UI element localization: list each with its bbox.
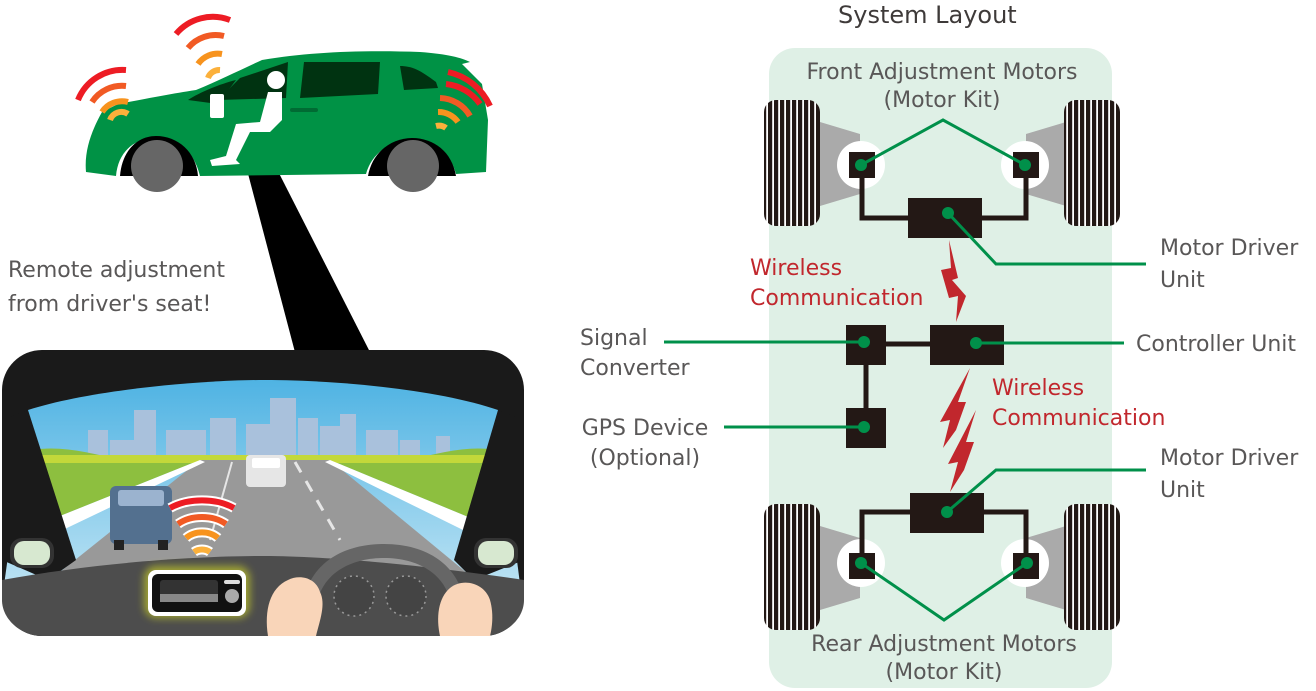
callout-pointer <box>236 128 372 356</box>
leader-rear-motor-driver <box>946 468 1146 514</box>
rear-motor-driver-label-line2: Unit <box>1160 478 1205 503</box>
front-motor-driver-label-line2: Unit <box>1160 268 1205 293</box>
front-motors-label-line2: (Motor Kit) <box>883 88 1001 113</box>
steering-wheel <box>304 544 464 617</box>
car-window-driver <box>218 62 288 100</box>
car-window-front <box>188 80 236 104</box>
wireless-lightning-icon <box>940 368 970 448</box>
front-motors-label-line1: Front Adjustment Motors <box>806 60 1078 85</box>
signal-converter-label-line2: Converter <box>580 356 690 381</box>
tachometer-gauge <box>385 575 427 617</box>
remote-control-device <box>148 570 246 616</box>
rear-motor-driver-label-line1: Motor Driver <box>1160 446 1299 471</box>
wireless-communication-label-lower: Wireless Communication <box>992 374 1165 434</box>
caption-line-1: Remote adjustment <box>8 258 226 283</box>
driver-view-panel <box>2 350 524 636</box>
car-blue <box>110 486 172 550</box>
wireless-lower-line2: Communication <box>992 406 1166 431</box>
rear-motors-label-line2: (Motor Kit) <box>885 660 1003 685</box>
leader-rear-motors <box>860 561 1028 622</box>
caption-line-2: from driver's seat! <box>8 292 212 317</box>
wireless-signal-icon <box>435 69 493 131</box>
front-motor-driver-label: Motor Driver Unit <box>1160 234 1298 296</box>
left-hand <box>266 577 323 636</box>
car-window-rear <box>400 66 438 90</box>
rear-motors-label: Rear Adjustment Motors (Motor Kit) <box>782 630 1106 688</box>
car-rear-wheel <box>387 140 439 192</box>
wireless-signal-icon <box>75 66 130 122</box>
controller-unit-label: Controller Unit <box>1136 332 1296 357</box>
signal-converter-label-line1: Signal <box>580 326 648 351</box>
leader-front-motor-driver <box>946 211 1146 266</box>
wireless-communication-label-upper: Wireless Communication <box>750 254 923 314</box>
wireless-lightning-icon <box>941 240 966 322</box>
diagram-title: System Layout <box>838 1 1017 29</box>
gps-device-label-line1: GPS Device <box>581 416 709 441</box>
wireless-upper-line1: Wireless <box>750 256 843 281</box>
car-window-middle <box>300 62 380 98</box>
car-front-wheel <box>131 140 183 192</box>
car-side-view <box>75 13 493 356</box>
car-body <box>85 51 489 176</box>
right-hand <box>438 582 493 636</box>
wireless-signal-icon <box>168 497 236 555</box>
rear-motor-driver-label: Motor Driver Unit <box>1160 444 1298 506</box>
driver-silhouette-icon <box>210 71 285 166</box>
gps-device-label: GPS Device (Optional) <box>572 414 718 474</box>
system-layout-diagram <box>664 48 1146 688</box>
oncoming-car-white <box>246 455 286 487</box>
wireless-lightning-icon <box>948 410 976 492</box>
signal-converter-label: Signal Converter <box>580 324 690 384</box>
front-motor-driver-label-line1: Motor Driver <box>1160 236 1299 261</box>
wireless-upper-line2: Communication <box>750 286 924 311</box>
speedometer-gauge <box>333 575 375 617</box>
wireless-signal-icon <box>173 13 232 80</box>
wireless-lower-line1: Wireless <box>992 376 1085 401</box>
rear-motors-label-line1: Rear Adjustment Motors <box>811 632 1077 657</box>
front-motors-label: Front Adjustment Motors (Motor Kit) <box>780 58 1104 116</box>
gps-device-label-line2: (Optional) <box>589 446 701 471</box>
leader-front-motors <box>860 118 1026 167</box>
controller-unit <box>930 325 1004 365</box>
